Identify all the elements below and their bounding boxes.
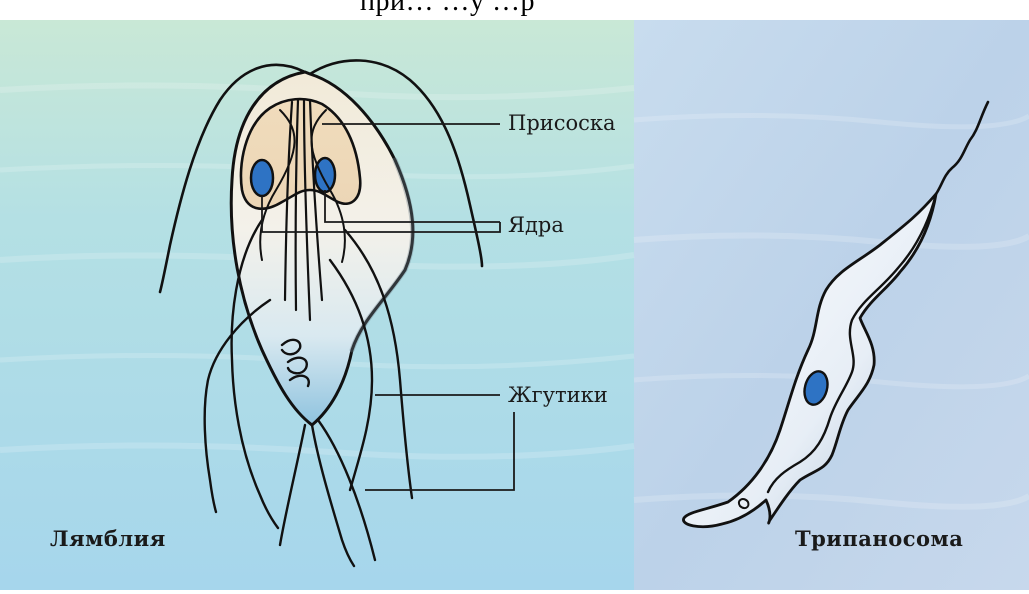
label-giardia: Лямблия	[50, 526, 166, 551]
label-trypanosoma: Трипаносома	[795, 526, 963, 551]
cropped-header-text: при… …у …р	[360, 0, 535, 18]
giardia-nucleus-right	[315, 158, 335, 192]
label-sucker: Присоска	[508, 111, 616, 135]
giardia-nucleus-left	[251, 160, 273, 196]
label-nuclei: Ядра	[508, 213, 564, 237]
label-flagella: Жгутики	[508, 383, 608, 407]
cropped-header: при… …у …р	[0, 0, 1029, 20]
